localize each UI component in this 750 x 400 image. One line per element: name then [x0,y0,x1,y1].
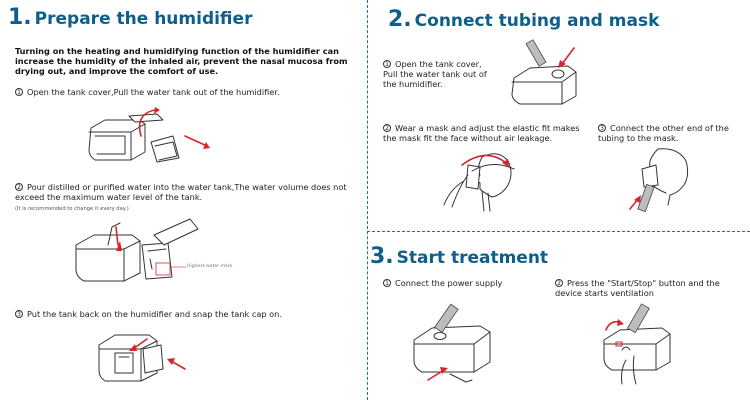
step-text: Open the tank cover, Pull the water tank… [383,59,487,89]
step-marker: 2 [15,183,23,191]
vertical-divider [367,0,368,400]
section-2-title-text: Connect tubing and mask [414,11,660,31]
section-2-title: 2.Connect tubing and mask [388,7,659,32]
step-text: Open the tank cover,Pull the water tank … [27,87,280,97]
section-2-number: 2. [388,7,412,32]
pour-water-illustration [75,218,199,282]
section-3-title-text: Start treatment [396,248,549,268]
step-marker: 1 [383,279,391,287]
step-marker: 3 [15,310,23,318]
section-3-step-1: 1 Connect the power supply [383,278,543,288]
step-text: Pour distilled or purified water into th… [15,182,347,202]
step-marker: 2 [383,124,391,132]
horizontal-divider [367,231,750,232]
section-1-title-text: Prepare the humidifier [34,9,253,29]
highest-water-mark-label: Highest water mark [187,264,233,269]
section-1-step-3: 3 Put the tank back on the humidifier and… [15,309,355,319]
device-tubing-illustration [511,39,577,105]
section-3-title: 3.Start treatment [370,244,548,269]
step-marker: 2 [555,279,563,287]
step-text: Wear a mask and adjust the elastic fit m… [383,123,580,143]
step-marker: 1 [15,88,23,96]
section-1-number: 1. [8,5,32,30]
step-marker: 1 [383,60,391,68]
step-marker: 3 [598,124,606,132]
section-3-number: 3. [370,244,394,269]
wear-mask-illustration [443,153,515,212]
humidifier-tank-removal-illustration [88,107,210,163]
section-1-step-1: 1 Open the tank cover,Pull the water tank… [15,87,355,97]
start-stop-button-illustration [603,303,671,385]
step-text: Press the "Start/Stop" button and the de… [555,278,720,298]
tank-insert-illustration [98,334,186,382]
section-1-intro: Turning on the heating and humidifying f… [15,46,348,76]
step-text: Connect the power supply [395,278,503,288]
tubing-to-mask-illustration [629,148,689,213]
step-text: Put the tank back on the humidifier and … [27,309,282,319]
section-1-title: 1.Prepare the humidifier [8,5,252,30]
section-1-step-2-note: (It is recommended to change it every da… [15,206,129,212]
step-text: Connect the other end of the tubing to t… [598,123,729,143]
power-supply-illustration [413,303,491,383]
